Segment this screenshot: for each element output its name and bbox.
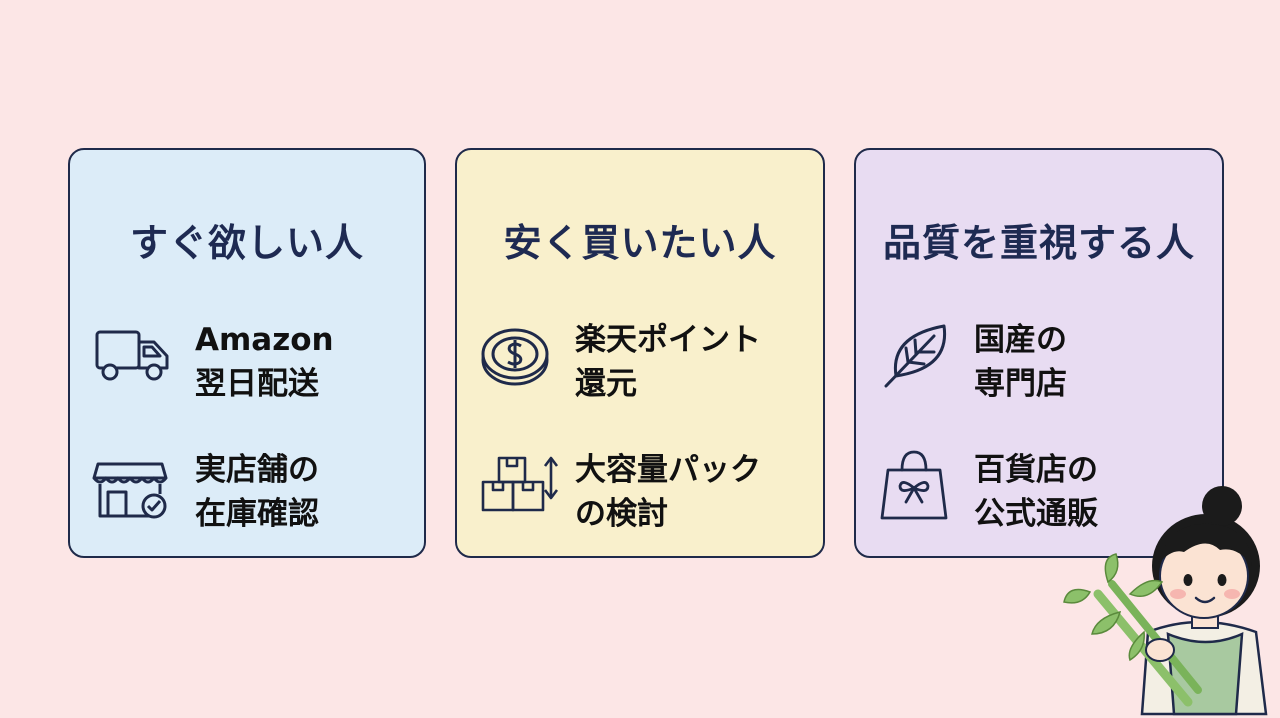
card-title: すぐ欲しい人: [129, 221, 364, 265]
list-item: 国産の 専門店: [856, 310, 1222, 402]
item-line2: 専門店: [974, 366, 1067, 402]
list-item: 楽天ポイント 還元: [457, 310, 823, 402]
list-item: 大容量パック の検討: [457, 440, 823, 532]
item-line2: 翌日配送: [195, 366, 319, 402]
item-line1: 国産の: [974, 322, 1067, 358]
item-line2: 還元: [575, 366, 637, 402]
card-fast: すぐ欲しい人 Amazon 翌日配送: [68, 148, 426, 558]
card-cheap: 安く買いたい人 楽天ポイント 還元: [455, 148, 825, 558]
list-item: 実店舗の 在庫確認: [70, 440, 424, 532]
item-line1: 百貨店の: [974, 452, 1098, 488]
item-line1: 実店舗の: [195, 452, 319, 488]
item-line1: 大容量パック: [575, 452, 761, 488]
item-line1: 楽天ポイント: [575, 322, 761, 358]
card-quality: 品質を重視する人 国産の 専門店: [854, 148, 1224, 558]
card-title: 安く買いたい人: [503, 221, 777, 265]
item-line2: 公式通販: [974, 496, 1098, 532]
list-item: Amazon 翌日配送: [70, 310, 424, 402]
gift-bag-icon: [878, 450, 960, 520]
card-title: 品質を重視する人: [882, 221, 1195, 265]
item-line2: 在庫確認: [195, 496, 319, 532]
list-item: 百貨店の 公式通販: [856, 440, 1222, 532]
item-line2: の検討: [575, 496, 668, 532]
store-check-icon: [92, 450, 174, 520]
item-line1: Amazon: [195, 322, 334, 358]
truck-icon: [92, 320, 174, 390]
coin-icon: [479, 320, 561, 390]
woman-holding-bamboo-illustration: [1060, 484, 1280, 716]
leaf-icon: [878, 320, 960, 390]
boxes-icon: [479, 450, 561, 520]
